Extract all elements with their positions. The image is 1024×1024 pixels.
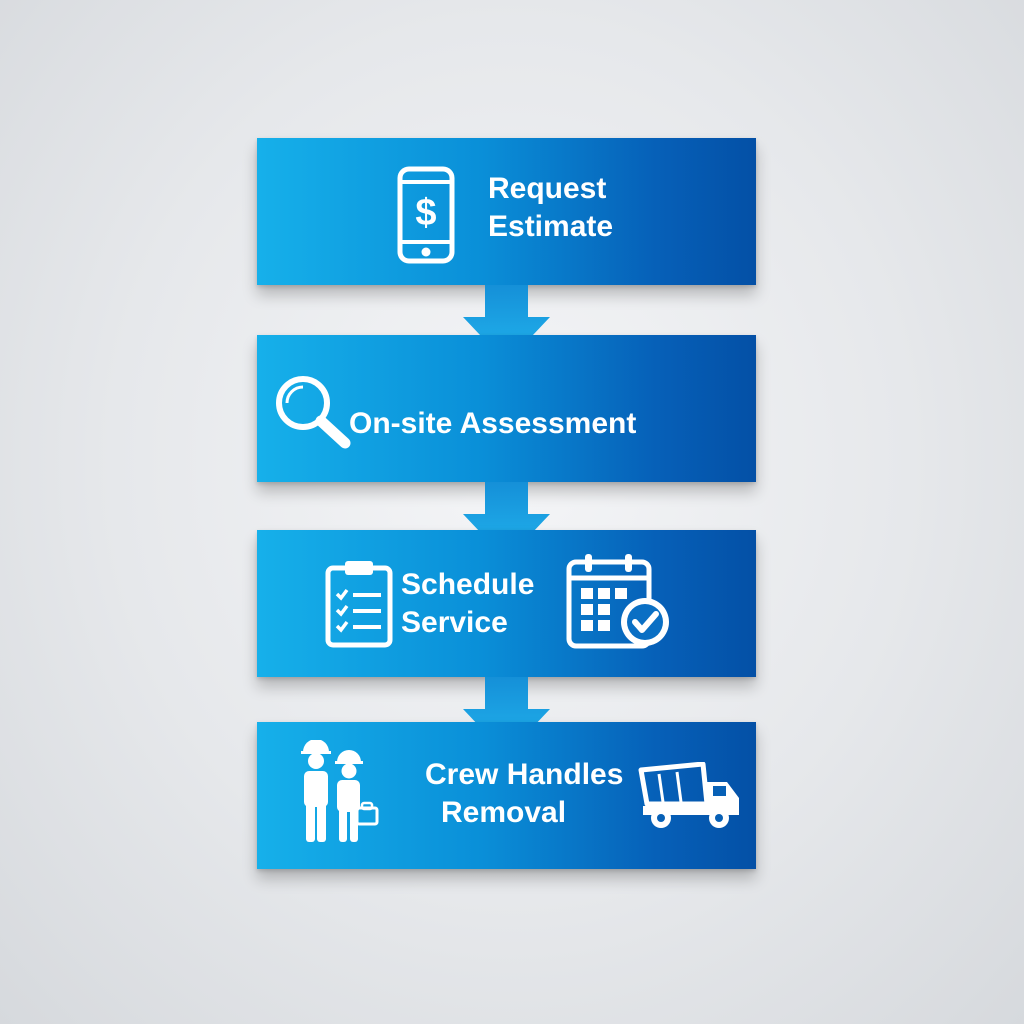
workers-icon	[299, 740, 379, 844]
step-label-line1: Crew Handles	[425, 758, 624, 791]
dump-truck-icon	[637, 762, 745, 832]
step-label-line2: Service	[401, 606, 508, 639]
flow-arrow	[463, 482, 550, 560]
flow-arrow	[463, 285, 550, 363]
step-on-site-assessment: On-site Assessment	[257, 335, 756, 482]
magnifier-icon	[273, 373, 353, 451]
step-request-estimate: $ Request Estimate	[257, 138, 756, 285]
step-schedule-service: Schedule Service	[257, 530, 756, 677]
step-label-line2: Removal	[441, 796, 567, 829]
calendar-check-icon	[565, 552, 675, 652]
step-label-line1: Request	[488, 172, 607, 205]
phone-dollar-icon: $	[397, 166, 455, 264]
step-crew-handles-removal: Crew Handles Removal	[257, 722, 756, 869]
svg-text:$: $	[415, 192, 436, 234]
step-label-line1: On-site Assessment	[349, 407, 637, 440]
flow-arrow	[463, 677, 550, 755]
step-label-line2: Estimate	[488, 210, 614, 243]
step-label-line1: Schedule	[401, 568, 535, 601]
clipboard-checklist-icon	[325, 558, 393, 648]
